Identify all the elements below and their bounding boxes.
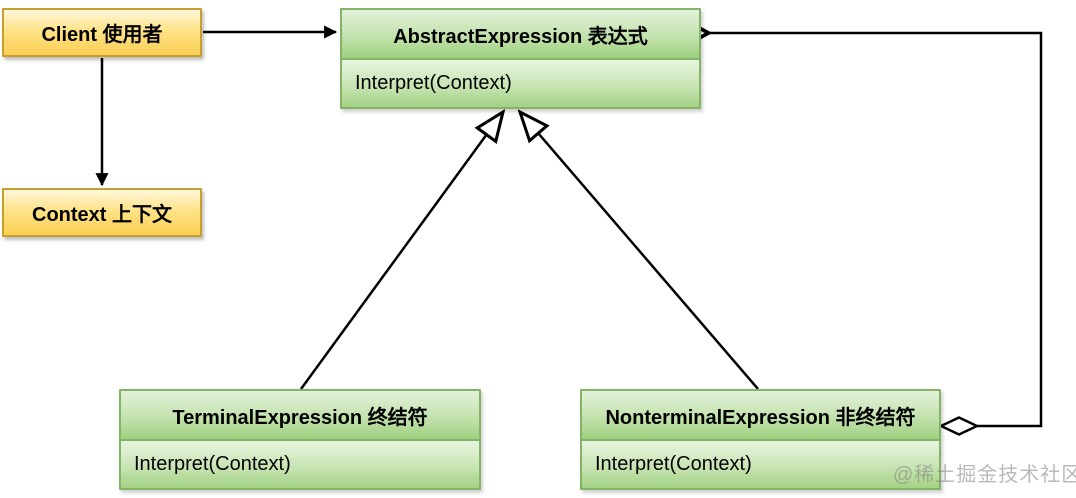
aggregation-diamond-icon	[938, 416, 980, 436]
aggregation-connector	[687, 20, 1043, 428]
context-label: Context 上下文	[32, 204, 172, 226]
terminal-expression-node: TerminalExpression 终结符 Interpret(Context…	[119, 389, 481, 490]
terminal-expression-title: TerminalExpression 终结符	[121, 391, 479, 441]
terminal-expression-method: Interpret(Context)	[121, 441, 479, 488]
abstract-expression-title: AbstractExpression 表达式	[342, 10, 699, 60]
client-label: Client 使用者	[41, 24, 163, 46]
nonterminal-expression-title: NonterminalExpression 非终结符	[582, 391, 939, 441]
abstract-expression-method: Interpret(Context)	[342, 60, 699, 107]
terminal-generalization-arrow	[299, 112, 503, 390]
abstract-expression-node: AbstractExpression 表达式 Interpret(Context…	[340, 8, 701, 109]
context-node: Context 上下文	[2, 188, 202, 237]
nonterminal-generalization-arrow	[520, 112, 759, 390]
nonterminal-expression-node: NonterminalExpression 非终结符 Interpret(Con…	[580, 389, 941, 490]
nonterminal-expression-method: Interpret(Context)	[582, 441, 939, 488]
watermark-label: @稀土掘金技术社区	[893, 464, 1076, 486]
client-node: Client 使用者	[2, 8, 202, 57]
